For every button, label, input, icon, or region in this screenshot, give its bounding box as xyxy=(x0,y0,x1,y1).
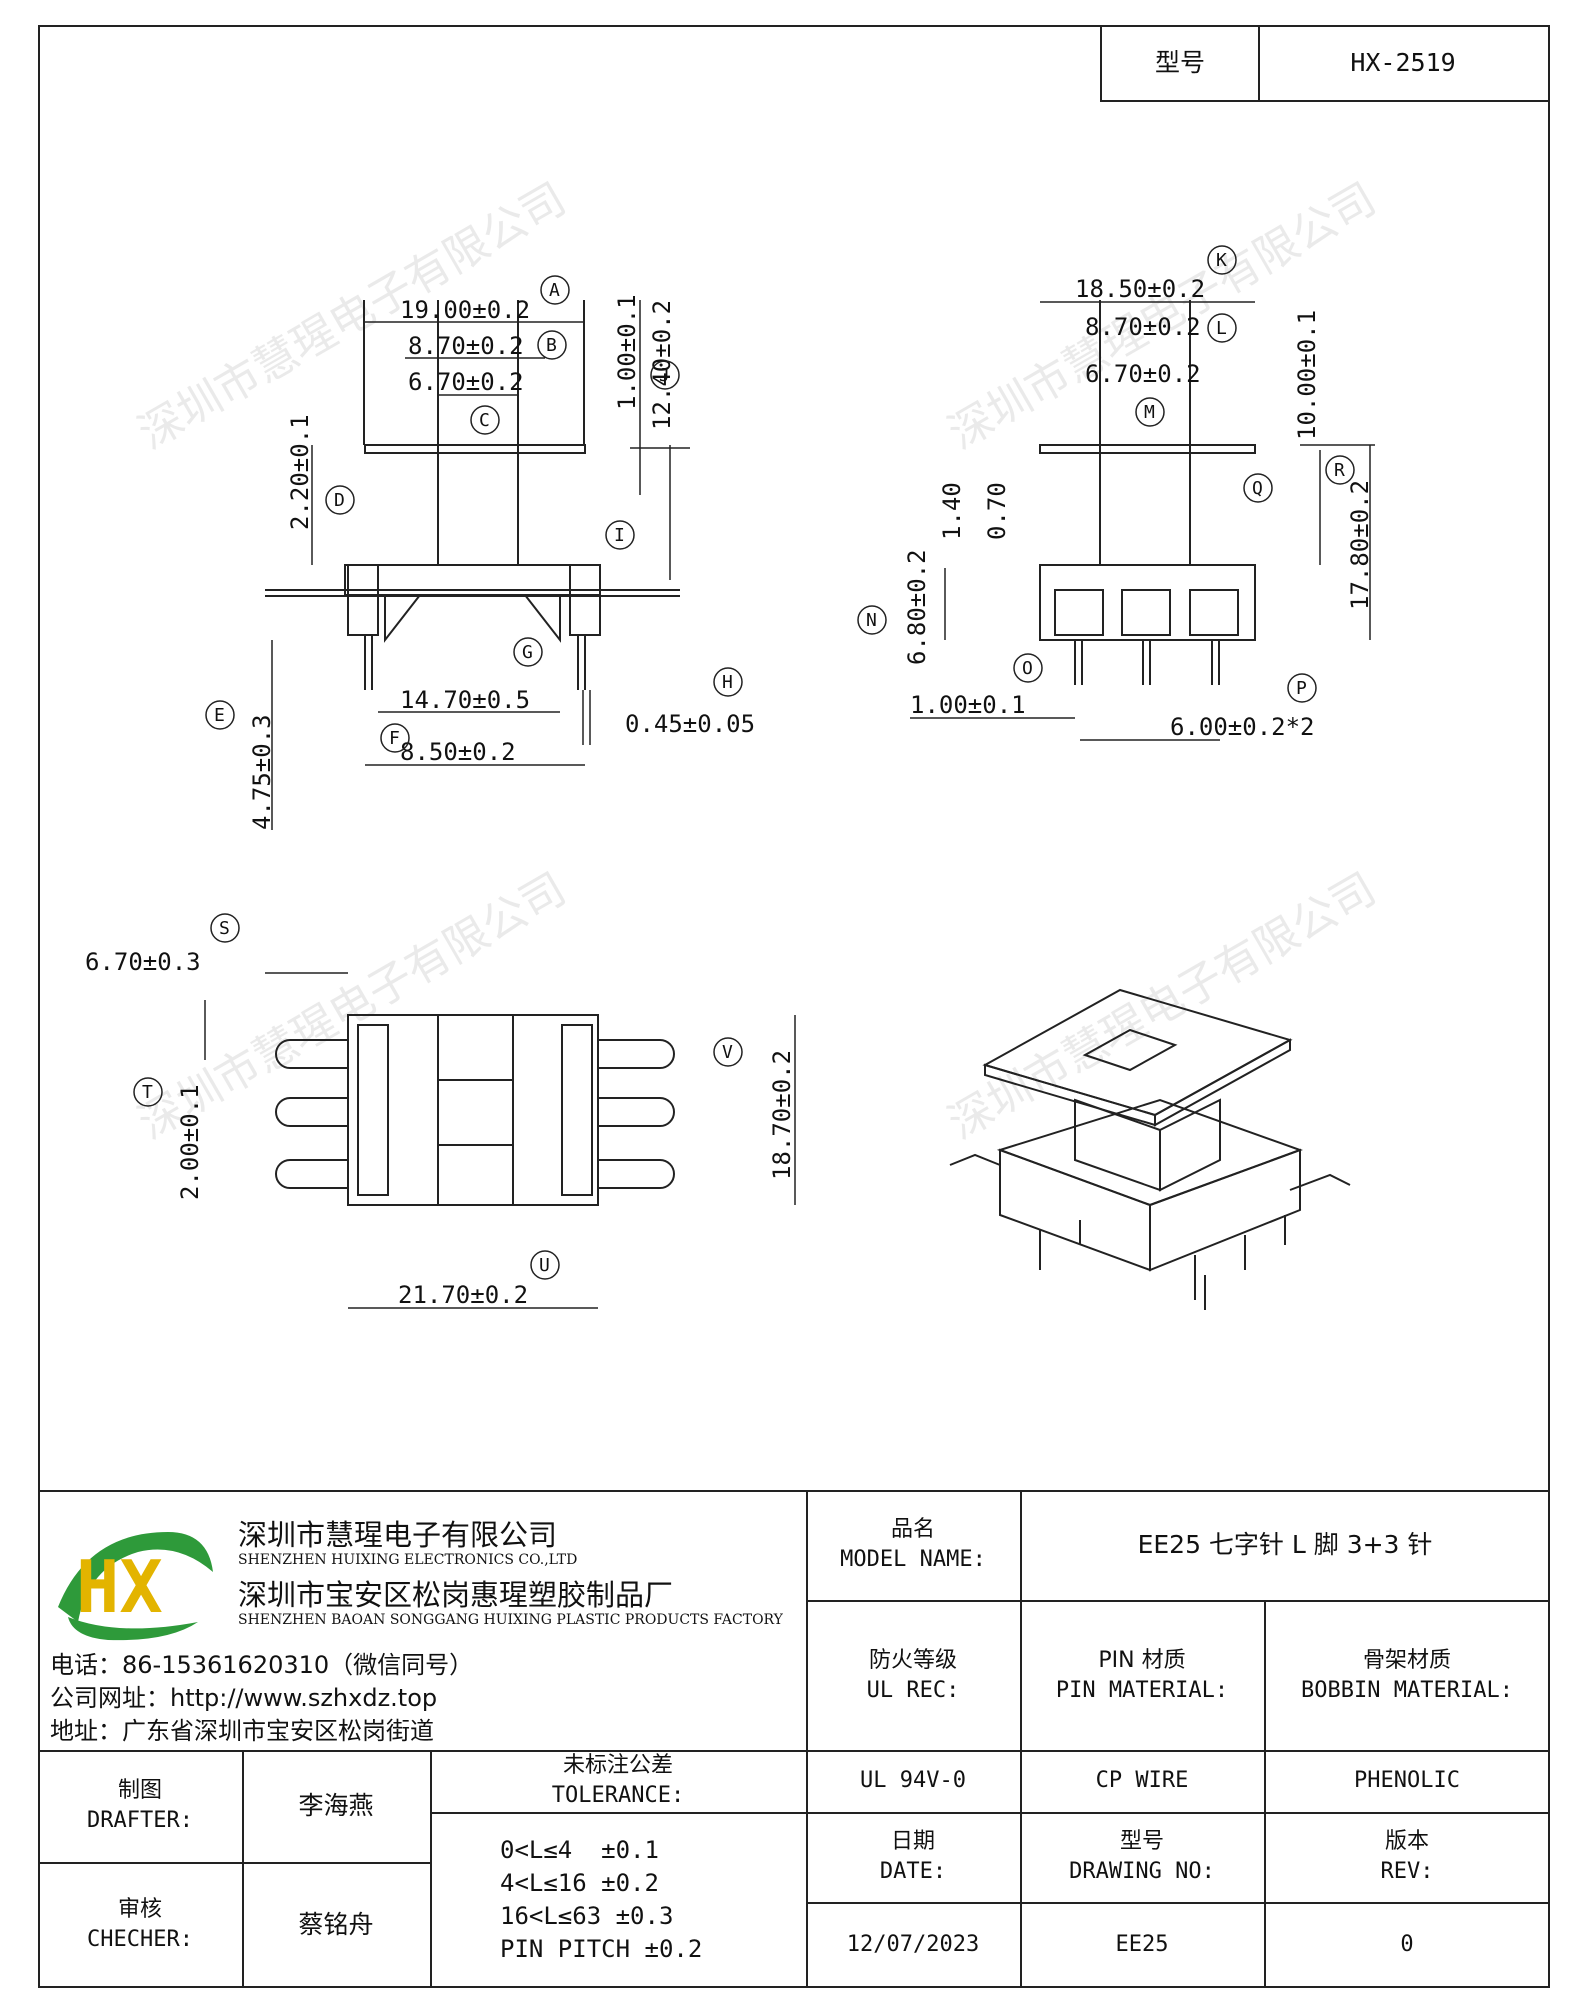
isometric-view xyxy=(949,988,1351,1310)
dim-bottom-v: 18.70±0.2 xyxy=(768,1050,796,1180)
company-address: 地址：广东省深圳市宝安区松岗街道 xyxy=(50,1717,434,1745)
dim-front-d: 2.20±0.1 xyxy=(286,414,314,530)
callout-n: N xyxy=(866,610,877,631)
watermark-text: 深圳市慧瑆电子有限公司 xyxy=(940,863,1385,1149)
callout-m: M xyxy=(1144,402,1155,423)
callout-l: L xyxy=(1216,318,1227,339)
callout-f: F xyxy=(389,728,400,749)
callout-q: Q xyxy=(1252,478,1263,499)
dim-side-o: 1.00±0.1 xyxy=(910,691,1026,719)
date-value: 12/07/2023 xyxy=(806,1902,1022,1988)
row-divider xyxy=(38,1750,1550,1752)
dim-side-070: 0.70 xyxy=(983,482,1011,540)
ul-value: UL 94V-0 xyxy=(806,1750,1022,1814)
callout-e: E xyxy=(214,705,225,726)
side-dims: 18.50±0.2 8.70±0.2 6.70±0.2 10.00±0.1 1.… xyxy=(903,275,1374,741)
logo-text: HX xyxy=(76,1545,163,1629)
factory-name-cn: 深圳市宝安区松岗惠瑆塑胶制品厂 xyxy=(238,1578,674,1612)
callout-o: O xyxy=(1022,658,1033,679)
callout-r: R xyxy=(1334,460,1345,481)
dim-side-140: 1.40 xyxy=(938,482,966,540)
front-view xyxy=(265,300,690,830)
dim-side-k: 18.50±0.2 xyxy=(1075,275,1205,303)
factory-name-en: SHENZHEN BAOAN SONGGANG HUIXING PLASTIC … xyxy=(238,1612,783,1628)
drafter-name: 李海燕 xyxy=(242,1750,432,1864)
callout-a: A xyxy=(549,280,560,301)
callout-d: D xyxy=(334,490,345,511)
callout-k: K xyxy=(1216,250,1227,271)
company-name-cn: 深圳市慧瑆电子有限公司 xyxy=(238,1518,558,1552)
tolerance-item: PIN PITCH ±0.2 xyxy=(500,1935,703,1963)
dim-front-h: 0.45±0.05 xyxy=(625,710,755,738)
dim-side-l: 8.70±0.2 xyxy=(1085,313,1201,341)
callout-v: V xyxy=(722,1042,733,1063)
bottom-dims: 6.70±0.3 2.00±0.1 18.70±0.2 21.70±0.2 xyxy=(85,948,796,1309)
tolerance-item: 16<L≤63 ±0.3 xyxy=(500,1902,674,1930)
dim-front-g: 14.70±0.5 xyxy=(400,686,530,714)
company-phone: 电话：86-15361620310（微信同号） xyxy=(50,1651,474,1679)
dim-bottom-s: 6.70±0.3 xyxy=(85,948,201,976)
dim-front-e: 4.75±0.3 xyxy=(248,714,276,830)
bobbin-value: PHENOLIC xyxy=(1264,1750,1550,1814)
pin-value: CP WIRE xyxy=(1020,1750,1266,1814)
dim-side-m: 6.70±0.2 xyxy=(1085,360,1201,388)
company-logo: HX xyxy=(58,1532,213,1641)
tolerance-item: 0<L≤4 ±0.1 xyxy=(500,1836,659,1864)
dim-side-p: 6.00±0.2*2 xyxy=(1170,713,1315,741)
dim-side-r: 17.80±0.2 xyxy=(1346,480,1374,610)
drawing-frame xyxy=(38,25,1550,1988)
dim-side-n: 6.80±0.2 xyxy=(903,549,931,665)
technical-drawing: 深圳市慧瑆电子有限公司 深圳市慧瑆电子有限公司 深圳市慧瑆电子有限公司 深圳市慧… xyxy=(85,173,1385,1310)
dim-side-h: 10.00±0.1 xyxy=(1293,310,1321,440)
title-block xyxy=(38,1490,1550,1988)
callout-u: U xyxy=(539,1255,550,1276)
header-model-value: HX-2519 xyxy=(1258,25,1550,102)
dim-front-f: 8.50±0.2 xyxy=(400,738,516,766)
dim-front-a: 19.00±0.2 xyxy=(400,296,530,324)
company-name-en: SHENZHEN HUIXING ELECTRONICS CO.,LTD xyxy=(238,1552,578,1568)
dim-front-c: 6.70±0.2 xyxy=(408,368,524,396)
callout-i: I xyxy=(614,525,625,546)
drawing-no-value: EE25 xyxy=(1020,1902,1266,1988)
callout-c: C xyxy=(479,410,490,431)
callout-g: G xyxy=(522,642,533,663)
dim-front-b: 8.70±0.2 xyxy=(408,332,524,360)
callout-p: P xyxy=(1296,678,1307,699)
side-view xyxy=(910,300,1375,741)
company-website: 公司网址：http://www.szhxdz.top xyxy=(50,1684,438,1712)
front-dims: 19.00±0.2 8.70±0.2 6.70±0.2 1.00±0.1 12.… xyxy=(248,294,755,830)
dim-front-h1: 1.00±0.1 xyxy=(613,294,641,410)
checker-name: 蔡铭舟 xyxy=(242,1862,432,1988)
bottom-view xyxy=(204,972,796,1309)
front-callouts: A B C D E F G H I J xyxy=(205,275,743,753)
model-name-value: EE25 七字针 L 脚 3+3 针 xyxy=(1020,1490,1550,1602)
callout-j: J xyxy=(659,365,670,386)
tolerance-list: 0<L≤4 ±0.1 4<L≤16 ±0.2 16<L≤63 ±0.3 PIN … xyxy=(430,1812,808,1988)
dim-bottom-t: 2.00±0.1 xyxy=(176,1084,204,1200)
callout-t: T xyxy=(142,1082,153,1103)
company-block: HX 深圳市慧瑆电子有限公司 SHENZHEN HUIXING ELECTRON… xyxy=(38,1490,808,1752)
callout-s: S xyxy=(219,918,230,939)
tolerance-item: 4<L≤16 ±0.2 xyxy=(500,1869,659,1897)
bottom-callouts: S T U V xyxy=(133,913,743,1280)
side-callouts: K L M N O P Q R xyxy=(857,245,1355,703)
dim-bottom-u: 21.70±0.2 xyxy=(398,1281,528,1309)
rev-value: 0 xyxy=(1400,1932,1414,1957)
dim-front-h2: 12.40±0.2 xyxy=(648,300,676,430)
callout-b: B xyxy=(546,335,557,356)
callout-h: H xyxy=(722,672,733,693)
header-model-label: 型号 xyxy=(1100,25,1260,102)
front-top-flange xyxy=(364,444,586,454)
